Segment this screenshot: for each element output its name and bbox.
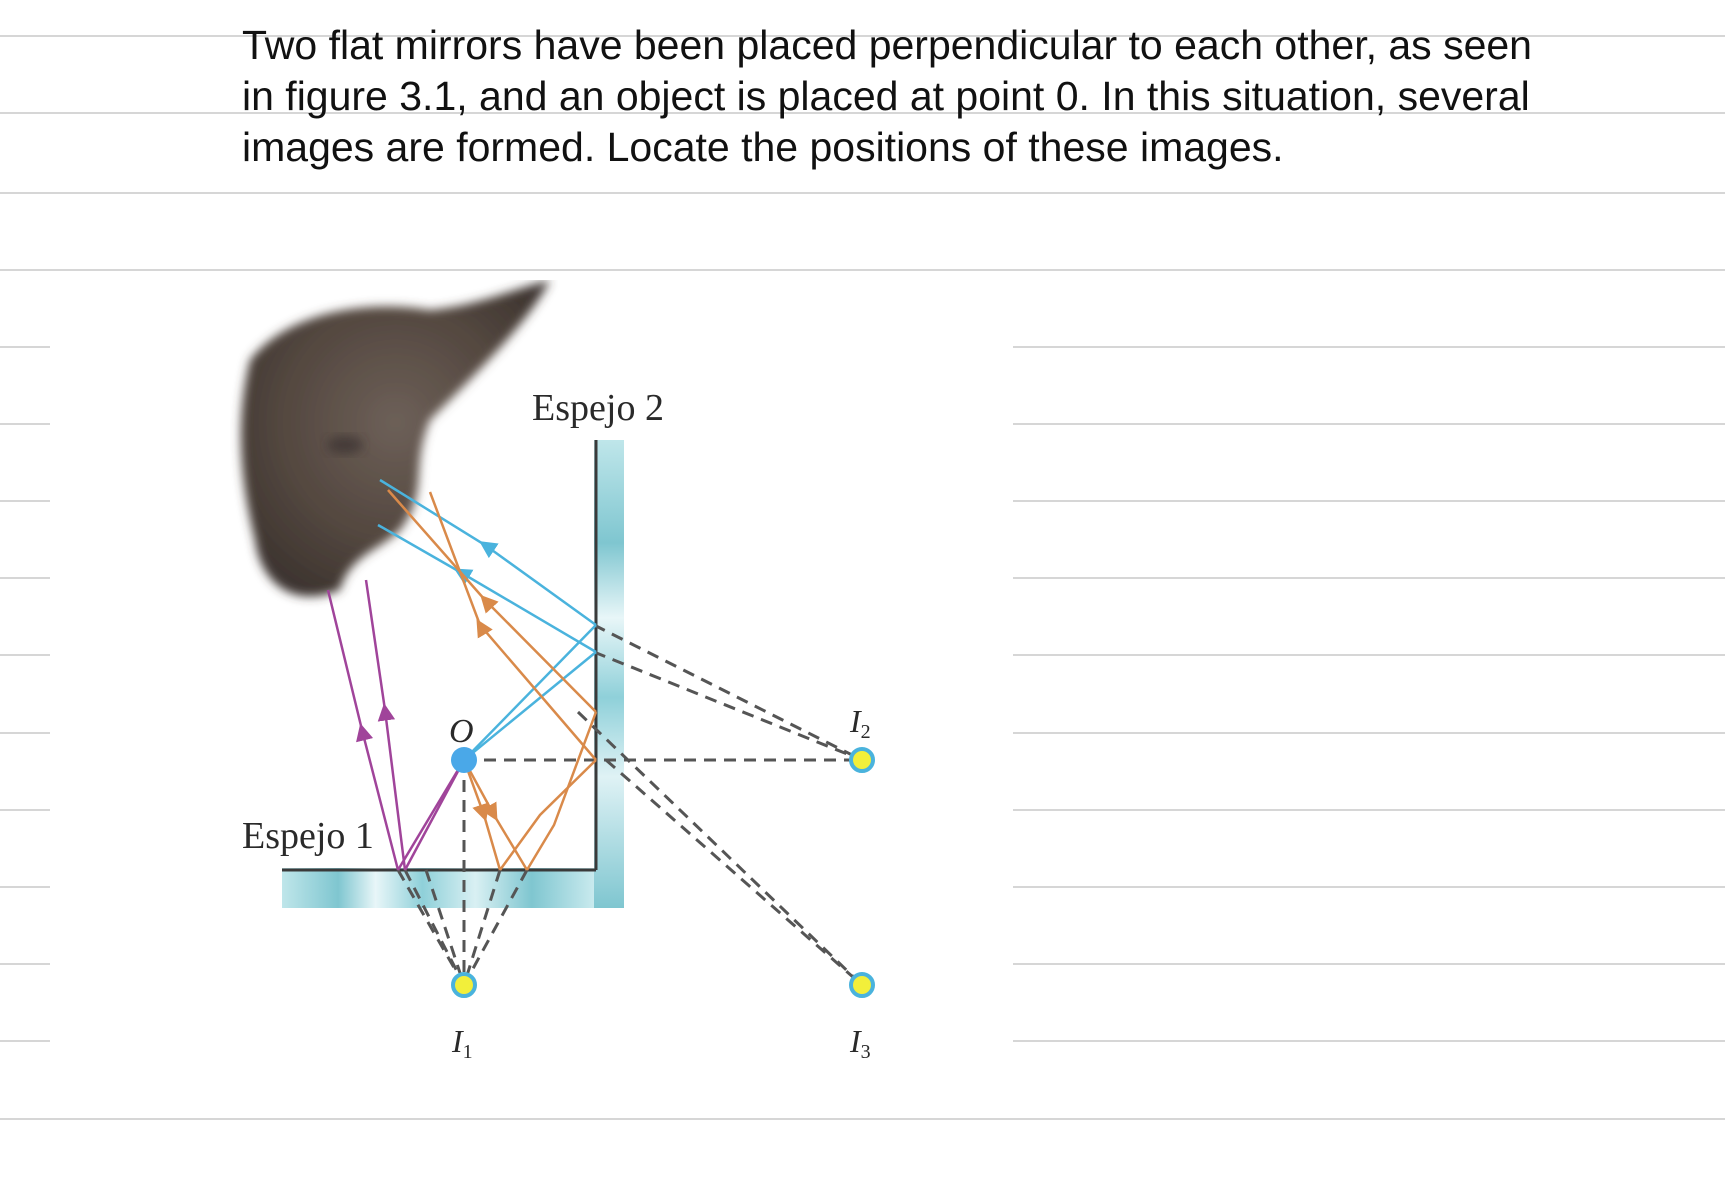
image-label-letter: I <box>849 703 862 739</box>
mirrors-figure: Espejo 2 Espejo 1 O I1 I2 I3 <box>240 280 875 1063</box>
image-label-subscript: 1 <box>463 1041 473 1063</box>
problem-line: images are formed. Locate the positions … <box>242 124 1284 170</box>
object-point <box>451 747 477 773</box>
image-point-2 <box>849 747 875 773</box>
problem-line: Two flat mirrors have been placed perpen… <box>242 22 1532 68</box>
orange-rays <box>387 489 598 871</box>
mirror-1 <box>282 868 594 908</box>
image-label-letter: I <box>451 1023 464 1059</box>
purple-rays <box>326 579 466 871</box>
image-point-3 <box>849 972 875 998</box>
image-label-3: I3 <box>849 1023 871 1063</box>
image-label-subscript: 3 <box>861 1041 871 1063</box>
object-label: O <box>449 713 474 750</box>
image-label-letter: I <box>849 1023 862 1059</box>
image-label-subscript: 2 <box>861 721 871 743</box>
problem-statement: Two flat mirrors have been placed perpen… <box>242 20 1682 173</box>
image-point-1 <box>451 972 477 998</box>
blue-rays <box>377 478 597 761</box>
problem-line: in figure 3.1, and an object is placed a… <box>242 73 1530 119</box>
mirror-2-label: Espejo 2 <box>532 387 664 429</box>
image-label-2: I2 <box>849 703 871 743</box>
mirror-2 <box>594 440 624 908</box>
observer-head <box>240 280 550 597</box>
mirror-1-label: Espejo 1 <box>242 815 374 857</box>
virtual-rays <box>396 623 864 987</box>
image-label-1: I1 <box>451 1023 473 1063</box>
